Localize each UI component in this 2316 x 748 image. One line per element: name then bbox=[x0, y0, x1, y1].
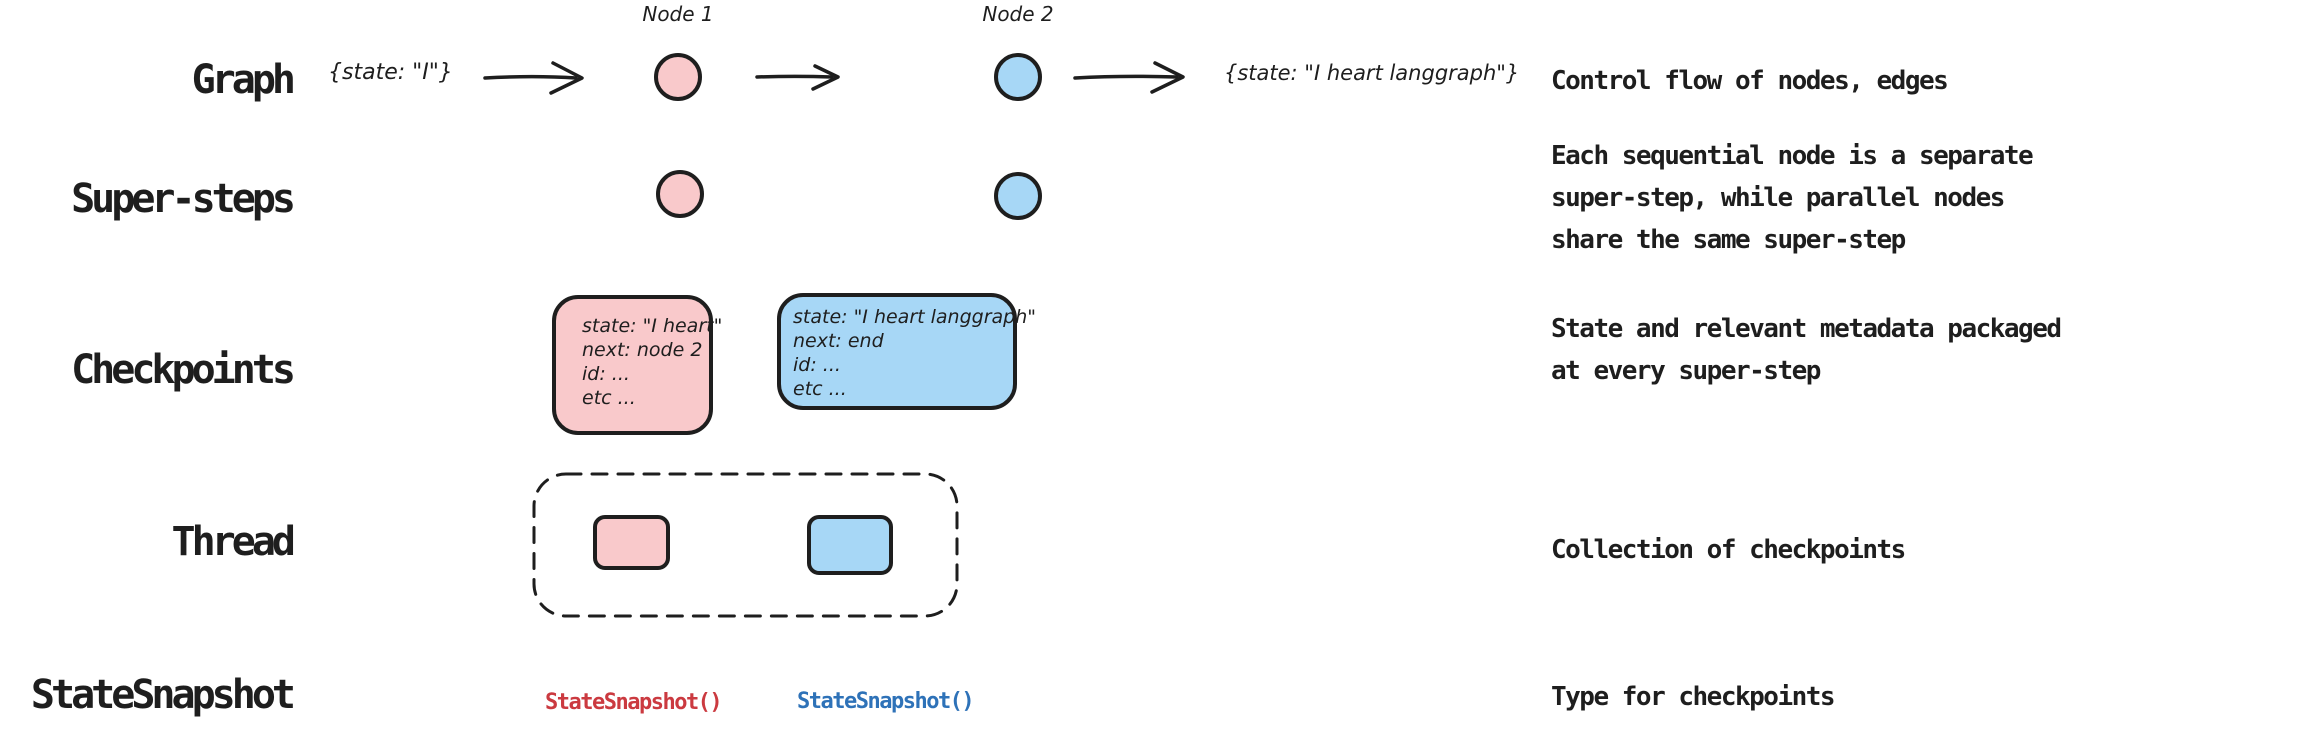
super-step2-circle bbox=[994, 172, 1042, 220]
row-label-statesnapshot: StateSnapshot bbox=[30, 672, 296, 718]
super-steps-description-line2: super-step, while parallel nodes bbox=[1551, 183, 2005, 213]
super-steps-description-line1: Each sequential node is a separate bbox=[1551, 141, 2034, 171]
node1-circle bbox=[654, 53, 702, 101]
edge-arrow-node1-to-node2 bbox=[755, 64, 840, 91]
checkpoint1-id-line: id: ... bbox=[582, 363, 630, 385]
row-label-graph: Graph bbox=[191, 57, 296, 103]
graph-input-state-text: {state: "I"} bbox=[328, 60, 453, 85]
checkpoint2-etc-line: etc ... bbox=[793, 378, 847, 400]
row-label-thread: Thread bbox=[171, 519, 297, 565]
row-label-checkpoints: Checkpoints bbox=[71, 347, 296, 393]
node1-title: Node 1 bbox=[642, 2, 714, 26]
edge-arrow-node2-to-output bbox=[1073, 61, 1185, 94]
node2-title: Node 2 bbox=[982, 2, 1054, 26]
node2-circle bbox=[994, 53, 1042, 101]
checkpoints-description-line1: State and relevant metadata packaged bbox=[1551, 314, 2062, 344]
thread-checkpoint1-box bbox=[593, 515, 670, 570]
edge-arrow-input-to-node1 bbox=[483, 61, 584, 95]
checkpoint-card-node2: state: "I heart langgraph" next: end id:… bbox=[777, 293, 1037, 410]
super-step1-circle bbox=[656, 170, 704, 218]
graph-description: Control flow of nodes, edges bbox=[1551, 66, 1949, 96]
checkpoints-description-line2: at every super-step bbox=[1551, 356, 1821, 386]
checkpoint2-next-line: next: end bbox=[793, 330, 884, 352]
thread-description: Collection of checkpoints bbox=[1551, 535, 1906, 565]
row-label-super-steps: Super-steps bbox=[71, 176, 296, 222]
checkpoint1-state-line: state: "I heart" bbox=[582, 315, 723, 337]
checkpoint2-state-line: state: "I heart langgraph" bbox=[793, 306, 1037, 328]
statesnapshot-call-blue: StateSnapshot() bbox=[797, 689, 975, 714]
checkpoint1-etc-line: etc ... bbox=[582, 387, 636, 409]
super-steps-description-line3: share the same super-step bbox=[1551, 225, 1906, 255]
checkpoint2-id-line: id: ... bbox=[793, 354, 841, 376]
checkpoints-description: State and relevant metadata packaged at … bbox=[1551, 308, 2062, 392]
thread-checkpoint2-box bbox=[807, 515, 893, 575]
statesnapshot-call-pink: StateSnapshot() bbox=[545, 690, 723, 715]
graph-output-state-text: {state: "I heart langgraph"} bbox=[1224, 61, 1520, 85]
checkpoint1-next-line: next: node 2 bbox=[582, 339, 703, 361]
checkpoint-card-node1: state: "I heart" next: node 2 id: ... et… bbox=[552, 295, 723, 435]
super-steps-description: Each sequential node is a separate super… bbox=[1551, 135, 2034, 261]
statesnapshot-description: Type for checkpoints bbox=[1551, 682, 1836, 712]
